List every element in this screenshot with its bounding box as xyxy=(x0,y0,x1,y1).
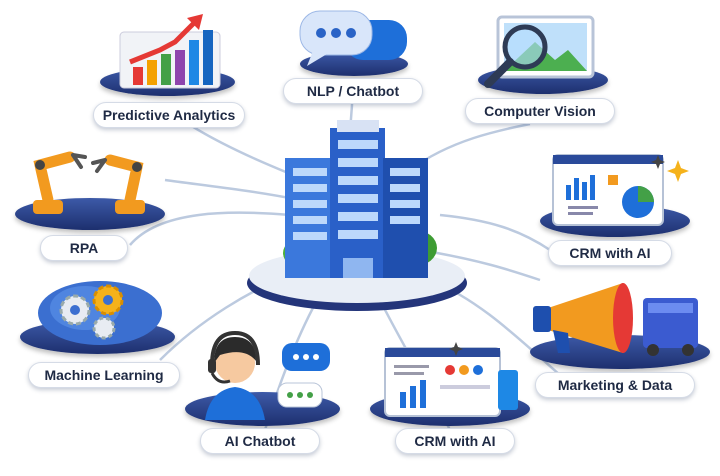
bar-chart-growth-icon xyxy=(115,12,225,92)
robot-arm-icon xyxy=(15,145,165,225)
node-label-crm-with-ai-bottom: CRM with AI xyxy=(395,428,515,454)
magnifier-image-icon xyxy=(480,12,600,92)
node-label-marketing-data: Marketing & Data xyxy=(535,372,695,398)
node-label-crm-with-ai-right: CRM with AI xyxy=(548,240,672,266)
office-building-icon xyxy=(245,118,470,313)
megaphone-icon xyxy=(528,278,713,363)
node-label-computer-vision: Computer Vision xyxy=(465,98,615,124)
node-label-nlp-chatbot: NLP / Chatbot xyxy=(283,78,423,104)
node-label-ai-chatbot: AI Chatbot xyxy=(200,428,320,454)
node-label-machine-learning: Machine Learning xyxy=(28,362,180,388)
node-label-rpa: RPA xyxy=(40,235,128,261)
support-agent-icon xyxy=(190,325,340,425)
brain-gears-icon xyxy=(30,278,170,348)
dashboard-icon xyxy=(548,150,693,230)
node-label-predictive-analytics: Predictive Analytics xyxy=(93,102,245,128)
chat-bubbles-icon xyxy=(295,6,415,71)
dashboard-icon xyxy=(380,340,525,420)
